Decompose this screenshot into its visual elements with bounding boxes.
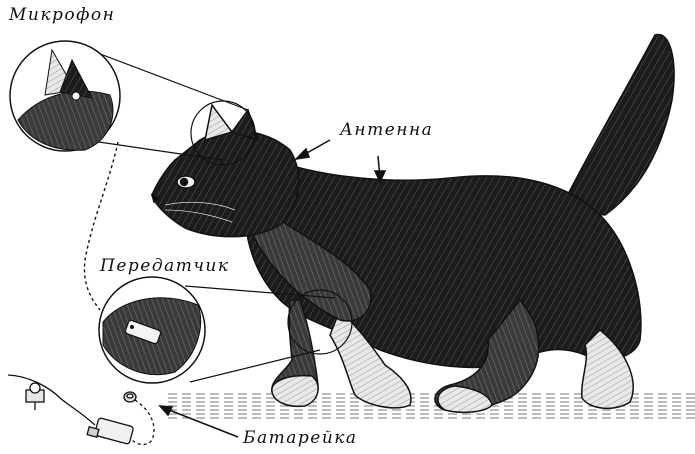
transmitter-device-icon: [87, 418, 134, 445]
antenna-label: Антенна: [340, 120, 433, 140]
device-components: [8, 375, 154, 445]
microphone-device-icon: [26, 383, 44, 410]
battery-label: Батарейка: [243, 428, 358, 448]
battery-wire: [132, 400, 154, 445]
microphone-wire: [84, 142, 118, 310]
battery-icon: [124, 392, 136, 402]
transmitter-label: Передатчик: [100, 256, 230, 276]
microphone-label: Микрофон: [9, 5, 115, 25]
transmitter-inset: [99, 277, 205, 383]
cat-illustration: [152, 34, 674, 412]
microphone-inset: [10, 41, 120, 151]
